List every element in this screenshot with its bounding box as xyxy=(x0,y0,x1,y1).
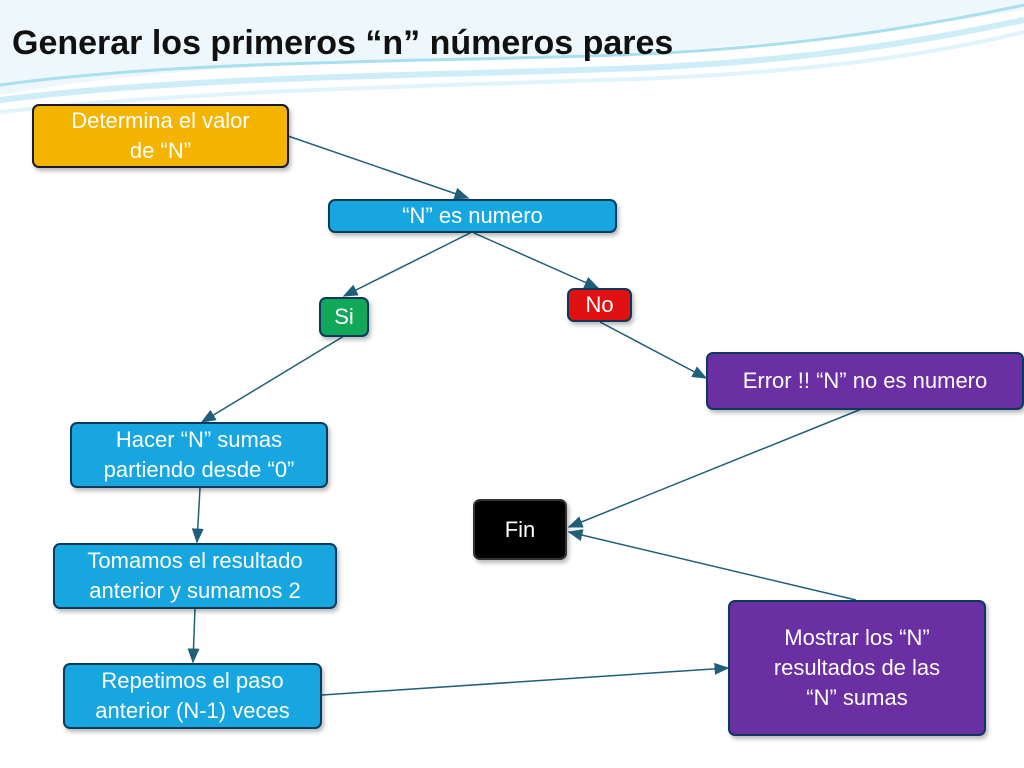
node-mostrar-resultados: Mostrar los “N” resultados de las “N” su… xyxy=(728,600,986,736)
node-fin: Fin xyxy=(473,499,567,560)
arrow-no-to-error xyxy=(599,321,708,379)
node-no: No xyxy=(567,288,632,322)
arrow-repetimos-to-mostrar xyxy=(321,662,730,696)
node-hacer-sumas: Hacer “N” sumas partiendo desde “0” xyxy=(70,422,328,488)
node-determinar-valor: Determina el valor de “N” xyxy=(32,104,289,168)
node-repetimos-paso: Repetimos el paso anterior (N-1) veces xyxy=(63,663,322,729)
arrow-tomamos-to-repetimos xyxy=(187,607,200,664)
node-hacer-sumas-label: Hacer “N” sumas partiendo desde “0” xyxy=(103,427,295,482)
node-es-numero-label: “N” es numero xyxy=(402,203,543,229)
node-determinar-label: Determina el valor de “N” xyxy=(71,108,250,163)
arrow-hacer-to-tomamos xyxy=(191,487,204,544)
page-title: Generar los primeros “n” números pares xyxy=(12,24,674,62)
node-mostrar-label: Mostrar los “N” resultados de las “N” su… xyxy=(773,625,941,710)
arrow-determinar-to-es-numero xyxy=(287,135,470,200)
arrow-error-to-fin xyxy=(567,407,865,528)
arrow-es-numero-to-no xyxy=(473,232,600,289)
arrow-mostrar-to-fin xyxy=(567,529,857,601)
node-si: Si xyxy=(319,297,369,337)
node-error: Error !! “N” no es numero xyxy=(706,352,1024,410)
arrow-si-to-hacer-sumas xyxy=(200,335,345,423)
node-fin-label: Fin xyxy=(504,516,536,542)
node-repetimos-label: Repetimos el paso anterior (N-1) veces xyxy=(95,668,290,723)
node-n-es-numero: “N” es numero xyxy=(328,199,617,233)
node-tomamos-label: Tomamos el resultado anterior y sumamos … xyxy=(87,548,303,603)
node-error-label: Error !! “N” no es numero xyxy=(742,368,988,394)
arrow-es-numero-to-si xyxy=(342,232,471,297)
node-no-label: No xyxy=(585,292,614,318)
node-si-label: Si xyxy=(334,304,354,330)
node-tomamos-resultado: Tomamos el resultado anterior y sumamos … xyxy=(53,543,337,609)
